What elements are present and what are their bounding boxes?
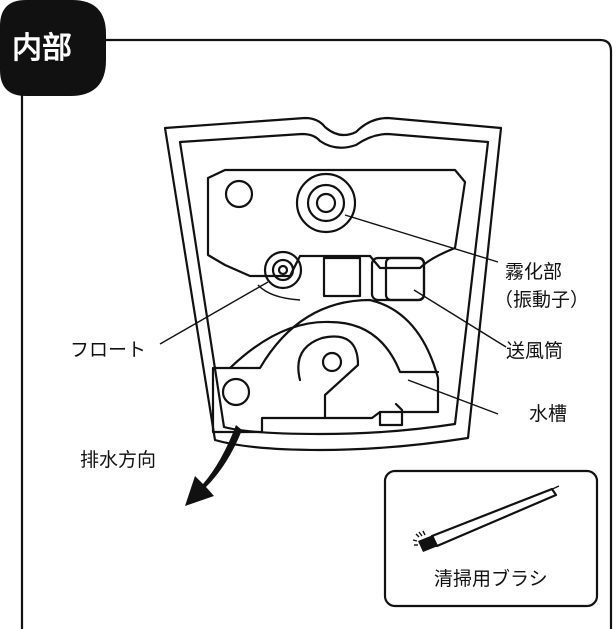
section-badge: 内部 (0, 0, 106, 96)
air-duct-label: 送風筒 (506, 340, 563, 362)
water-tank (211, 298, 440, 434)
water-tank-leader (407, 379, 499, 415)
brush-label: 清掃用ブラシ (434, 567, 548, 590)
air-duct-leader (413, 289, 507, 348)
drain-arrow-icon (185, 425, 242, 506)
section-badge-label: 内部 (12, 31, 72, 66)
upper-hole (224, 179, 254, 209)
atomizer-leader (344, 214, 499, 263)
upper-chamber (206, 168, 467, 278)
atomizer-sublabel: （振動子） (494, 289, 589, 311)
float-label: フロート (70, 339, 146, 361)
humidifier-housing (163, 116, 503, 452)
cleaning-brush-icon (412, 485, 560, 552)
air-duct (370, 256, 426, 302)
atomizer-label: 霧化部 (505, 261, 562, 283)
outer-frame (20, 38, 613, 629)
float-leader (159, 281, 269, 345)
float (263, 250, 303, 290)
brush-panel (383, 469, 599, 608)
atomizer (295, 172, 357, 234)
drain-direction-label: 排水方向 (80, 449, 156, 471)
water-tank-label: 水槽 (529, 403, 567, 425)
center-block (322, 256, 362, 298)
